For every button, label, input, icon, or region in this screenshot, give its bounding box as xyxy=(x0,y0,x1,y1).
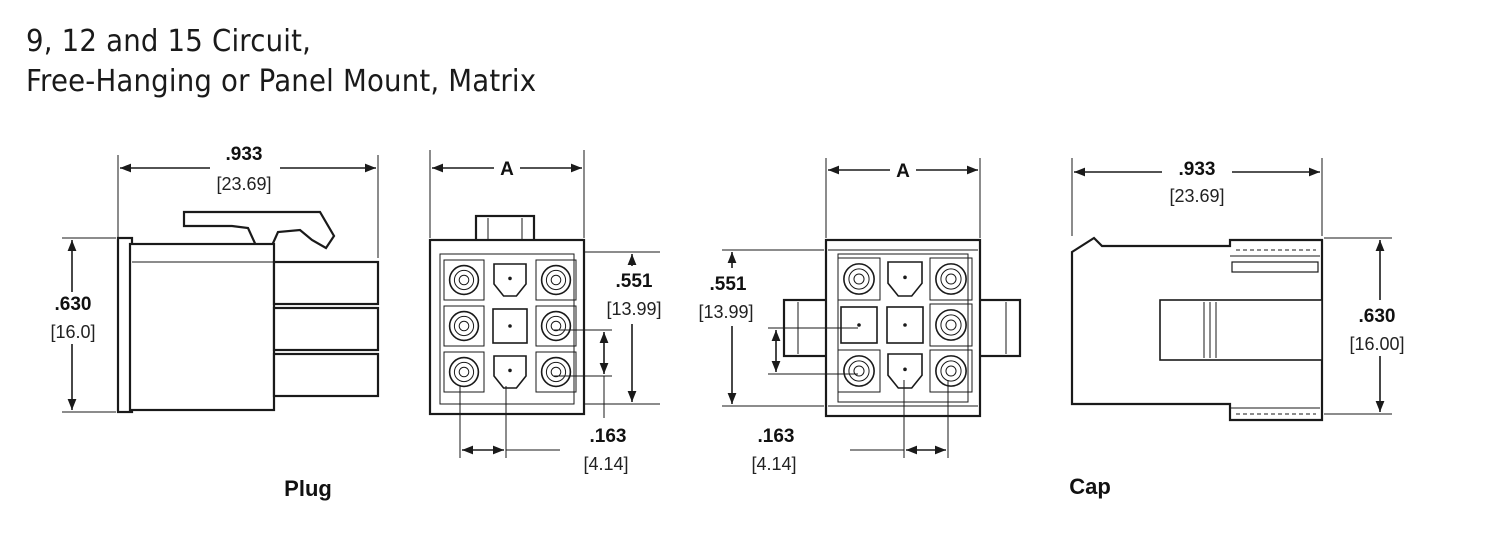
plug-side-height-in: .630 xyxy=(55,294,92,315)
cap-front-height-mm: [13.99] xyxy=(698,302,753,322)
round-cavity xyxy=(443,259,485,301)
cap-front-pitch-mm: [4.14] xyxy=(751,454,796,474)
title-line-2: Free-Hanging or Panel Mount, Matrix xyxy=(26,64,537,99)
round-cavity xyxy=(837,257,881,301)
cap-side-width-mm: [23.69] xyxy=(1169,186,1224,206)
keyed-cavity xyxy=(887,353,923,389)
plug-front-pitch-mm: [4.14] xyxy=(583,454,628,474)
round-cavity xyxy=(535,351,577,393)
plug-front-pitch-in: .163 xyxy=(590,426,627,447)
cap-side-height-in: .630 xyxy=(1359,306,1396,327)
plug-side-height-mm: [16.0] xyxy=(50,322,95,342)
cap-side-height-mm: [16.00] xyxy=(1349,334,1404,354)
plug-caption: Plug xyxy=(284,476,332,501)
keyed-cavity xyxy=(493,263,527,297)
plug-side-view: .933 [23.69] .630 [16.0] xyxy=(44,144,380,414)
cap-caption: Cap xyxy=(1069,474,1111,499)
cap-front-height-in: .551 xyxy=(710,274,747,295)
keyed-cavity xyxy=(887,261,923,297)
cap-front-pitch-in: .163 xyxy=(758,426,795,447)
keyed-cavity xyxy=(493,355,527,389)
plug-side-width-mm: [23.69] xyxy=(216,174,271,194)
square-cavity xyxy=(840,306,878,344)
plug-front-view: A .551 [13.99] .163 [4.14] xyxy=(428,150,672,474)
round-cavity xyxy=(837,349,881,393)
page-title: 9, 12 and 15 Circuit, Free-Hanging or Pa… xyxy=(26,22,536,102)
round-cavity xyxy=(535,259,577,301)
round-cavity xyxy=(929,257,973,301)
plug-front-height-mm: [13.99] xyxy=(606,299,661,319)
round-cavity xyxy=(929,303,973,347)
cap-front-view: A .551 [13.99] .163 [4.14] xyxy=(690,158,1022,474)
round-cavity xyxy=(443,305,485,347)
round-cavity xyxy=(535,305,577,347)
plug-side-width-in: .933 xyxy=(226,144,263,165)
title-line-1: 9, 12 and 15 Circuit, xyxy=(26,24,312,59)
plug-front-height-in: .551 xyxy=(616,271,653,292)
cap-side-width-in: .933 xyxy=(1179,159,1216,180)
square-cavity xyxy=(492,308,528,344)
square-cavity xyxy=(886,306,924,344)
round-cavity xyxy=(443,351,485,393)
cap-side-view: .933 [23.69] .630 [16.00] xyxy=(1070,158,1416,422)
round-cavity xyxy=(929,349,973,393)
plug-front-width-label: A xyxy=(500,159,514,180)
cap-front-width-label: A xyxy=(896,161,910,182)
